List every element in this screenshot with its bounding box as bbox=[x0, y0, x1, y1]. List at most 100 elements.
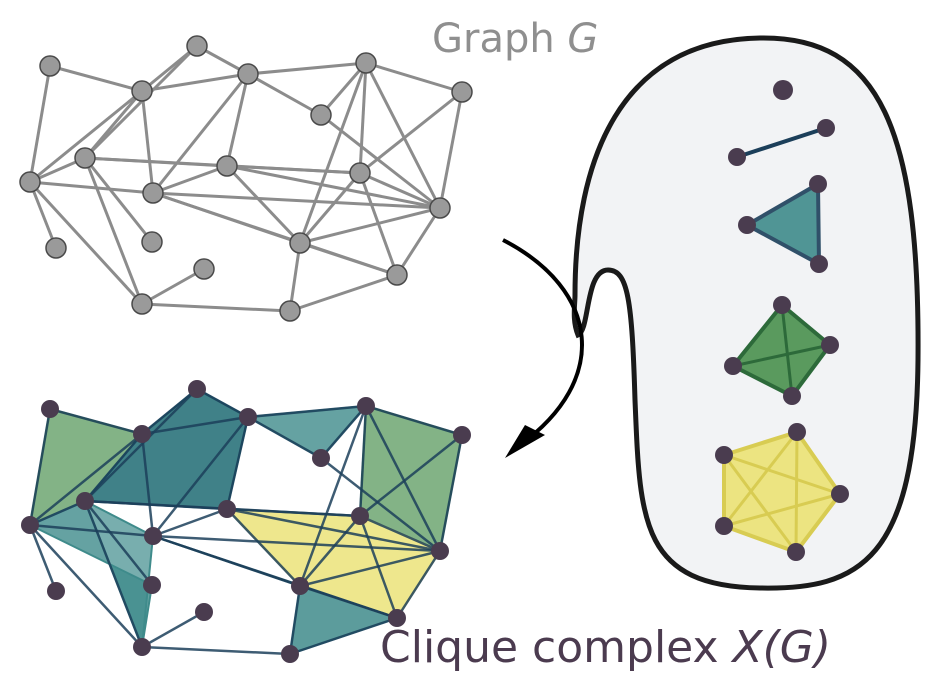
complex-edge bbox=[141, 645, 291, 656]
graph-edge bbox=[359, 171, 441, 210]
graph-edge bbox=[289, 273, 398, 313]
complex-node bbox=[281, 645, 299, 663]
graph-edge bbox=[225, 73, 250, 167]
complex-edge bbox=[365, 404, 463, 437]
graph-node bbox=[186, 35, 208, 57]
edge-simplex bbox=[728, 119, 835, 166]
graph-node bbox=[349, 162, 371, 184]
transform-arrow bbox=[502, 238, 584, 447]
graph-edge bbox=[298, 172, 362, 244]
complex-edge bbox=[226, 507, 361, 518]
complex-edge bbox=[358, 405, 368, 517]
complex-edge bbox=[84, 388, 198, 502]
triangle-simplex bbox=[738, 175, 828, 273]
pentachoron-simplex bbox=[715, 423, 849, 561]
graph-edge bbox=[152, 191, 441, 210]
complex-edge bbox=[29, 524, 143, 648]
complex-node bbox=[239, 408, 257, 426]
graph-g bbox=[19, 35, 473, 322]
complex-edge bbox=[364, 405, 442, 552]
graph-edge bbox=[83, 44, 199, 160]
graph-node bbox=[141, 231, 163, 253]
graph-title-variable: G bbox=[567, 16, 599, 62]
complex-edge bbox=[29, 499, 86, 527]
complex-edge bbox=[84, 500, 153, 586]
graph-edge bbox=[247, 61, 367, 76]
graph-node bbox=[386, 264, 408, 286]
graph-node bbox=[216, 155, 238, 177]
graph-edge bbox=[247, 72, 322, 117]
graph-title: Graph G bbox=[432, 16, 598, 62]
complex-edge bbox=[247, 415, 322, 460]
complex-node bbox=[351, 507, 369, 525]
complex-edge bbox=[226, 507, 441, 553]
complex-edge bbox=[152, 416, 249, 537]
complex-node bbox=[188, 380, 206, 398]
graph-edge bbox=[141, 267, 205, 306]
graph-edge bbox=[438, 91, 464, 209]
graph-edge bbox=[359, 90, 463, 175]
complex-node bbox=[388, 609, 406, 627]
clique-complex bbox=[21, 380, 471, 663]
graph-edge bbox=[151, 73, 250, 194]
graph-title-text: Graph bbox=[432, 16, 568, 62]
complex-edge bbox=[288, 585, 302, 655]
graph-edge bbox=[320, 113, 441, 210]
complex-edge bbox=[225, 416, 250, 510]
complex-edge bbox=[141, 610, 205, 649]
complex-edge bbox=[320, 405, 367, 459]
complex-node bbox=[218, 500, 236, 518]
graph-edge bbox=[29, 89, 143, 184]
graph-edge bbox=[299, 241, 398, 277]
graph-node bbox=[429, 197, 451, 219]
complex-node bbox=[431, 542, 449, 560]
graph-edge bbox=[364, 62, 442, 209]
graph-node bbox=[310, 104, 332, 126]
graph-edge bbox=[83, 157, 154, 243]
graph-edge bbox=[225, 164, 302, 245]
graph-edge bbox=[140, 90, 155, 194]
complex-edge bbox=[29, 433, 143, 526]
complex-edge bbox=[83, 500, 144, 648]
complex-edge bbox=[299, 515, 361, 587]
graph-edge bbox=[141, 72, 249, 93]
complex-edge bbox=[28, 524, 58, 592]
complex-node bbox=[144, 527, 162, 545]
graph-edge bbox=[152, 164, 228, 195]
complex-node bbox=[133, 425, 151, 443]
complex-edge bbox=[29, 523, 154, 538]
graph-edge bbox=[83, 157, 144, 305]
arrow-head bbox=[505, 425, 545, 458]
complex-title-variable: X(G) bbox=[732, 622, 832, 673]
complex-node bbox=[453, 426, 471, 444]
graph-node bbox=[19, 171, 41, 193]
graph-node bbox=[451, 81, 473, 103]
complex-node bbox=[21, 516, 39, 534]
graph-node bbox=[289, 232, 311, 254]
complex-edge bbox=[49, 407, 143, 436]
complex-edge bbox=[299, 549, 441, 588]
complex-node bbox=[76, 492, 94, 510]
graph-node bbox=[131, 80, 153, 102]
graph-node bbox=[355, 52, 377, 74]
graph-node bbox=[45, 237, 67, 259]
complex-node bbox=[133, 638, 151, 656]
graph-node bbox=[193, 258, 215, 280]
graph-edge bbox=[298, 62, 368, 244]
graph-edge bbox=[28, 65, 52, 183]
complex-node bbox=[41, 400, 59, 418]
graph-node bbox=[131, 293, 153, 315]
tetrahedron-simplex bbox=[724, 296, 839, 405]
complex-node bbox=[143, 576, 161, 594]
simplex-bubble bbox=[571, 35, 921, 591]
graph-edge bbox=[29, 180, 154, 195]
complex-edge bbox=[320, 457, 441, 552]
complex-edge bbox=[196, 387, 249, 419]
graph-edge bbox=[28, 181, 58, 249]
graph-edge bbox=[365, 61, 463, 94]
complex-edge bbox=[140, 433, 155, 537]
graph-edge bbox=[141, 302, 291, 313]
complex-edge bbox=[84, 433, 143, 502]
complex-edge bbox=[152, 507, 228, 538]
